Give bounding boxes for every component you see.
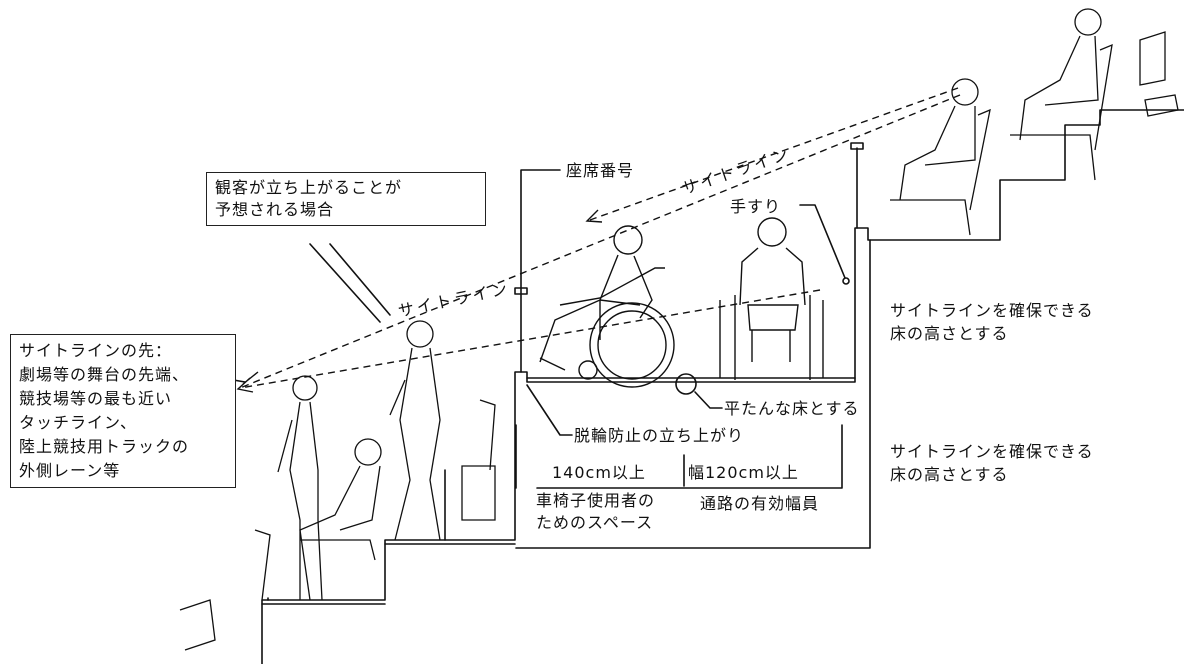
sightline-end-line-6: 外側レーン等: [19, 461, 121, 480]
handrail-label: 手すり: [730, 197, 782, 216]
sightline-upper-arrow: [585, 209, 603, 223]
spectator-standing-1: [277, 375, 323, 601]
wheelchair-user-front: [719, 217, 824, 380]
wheelchair-width-label: 140cm以上: [552, 463, 646, 482]
sightline-to-stage: [239, 94, 961, 389]
flat-floor-marker: [675, 373, 697, 395]
aisle-width-label: 幅120cm以上: [688, 463, 799, 482]
handrail-leader: [799, 204, 846, 279]
sightline-end-line-5: 陸上競技用トラックの: [19, 437, 190, 456]
wheelchair-user-side: [539, 225, 675, 388]
spectator-standing-2: [389, 320, 441, 541]
flat-floor-label: 平たんな床とする: [724, 399, 860, 418]
lower-stairs: [261, 109, 1184, 664]
standing-callout-box: 観客が立ち上がることが 予想される場合: [206, 172, 486, 226]
anti-derail-leader: [526, 384, 573, 436]
sightline-end-line-3: 競技場等の最も近い: [19, 389, 173, 408]
sightline-lower-arrow: [236, 371, 259, 393]
floor-note-lower-1: サイトラインを確保できる: [890, 442, 1094, 461]
standing-callout-line-1: 観客が立ち上がることが: [215, 178, 403, 197]
floor-note-upper-1: サイトラインを確保できる: [890, 301, 1094, 320]
flat-floor-leader: [694, 391, 723, 409]
sightline-end-callout-box: サイトラインの先： 劇場等の舞台の先端、 競技場等の最も近い タッチライン、 陸…: [10, 334, 236, 488]
sightline-end-line-2: 劇場等の舞台の先端、: [19, 365, 190, 384]
seat-number-post: [514, 169, 561, 373]
lower-step-treads: [261, 469, 516, 605]
standing-callout-line-2: 予想される場合: [215, 200, 335, 219]
sightline-end-line-1: サイトラインの先：: [19, 341, 173, 360]
floor-note-upper-2: 床の高さとする: [890, 324, 1009, 343]
floor-note-lower-2: 床の高さとする: [890, 465, 1009, 484]
spectator-seated-top: [1010, 8, 1179, 181]
standing-box-pointer: [309, 243, 391, 323]
sightline-lower: [239, 289, 821, 389]
sightline-upper: [589, 87, 959, 221]
spectator-seated-low: [179, 399, 496, 651]
wheelchair-space-label-1: 車椅子使用者の: [536, 491, 656, 510]
aisle-label: 通路の有効幅員: [700, 494, 820, 513]
anti-derail-label: 脱輪防止の立ち上がり: [574, 426, 745, 445]
handrail: [850, 142, 864, 229]
dimension-lines: [515, 239, 871, 549]
wheelchair-space-label-2: ためのスペース: [536, 513, 654, 532]
spectator-seated-mid: [890, 78, 991, 236]
seat-number-label: 座席番号: [566, 161, 635, 180]
handrail-end: [842, 277, 850, 285]
sightline-end-line-4: タッチライン、: [19, 413, 138, 432]
